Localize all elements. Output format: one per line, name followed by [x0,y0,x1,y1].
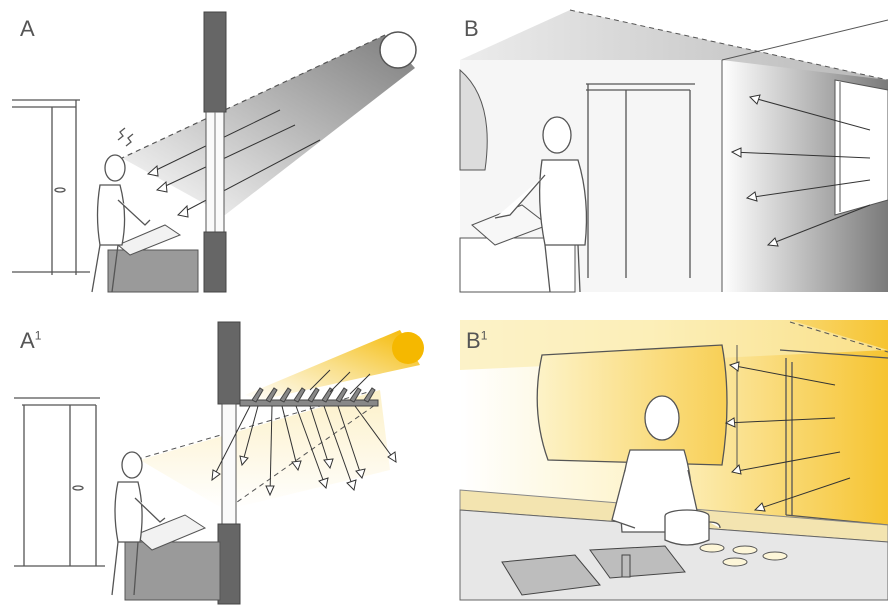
wall-lower [217,523,241,605]
light-arrows [730,94,871,247]
wall-column [217,321,241,405]
panel-b1-illustration [459,320,888,601]
ceiling-dashed-edge [789,321,888,353]
panel-label-b1: B1 [466,328,487,354]
panel-b-illustration [459,9,888,293]
sun-disc [392,332,424,364]
ceiling-line [721,19,888,61]
hob-top [134,514,207,551]
sun-disc [379,31,417,69]
hob-burners [699,543,788,567]
person-figure [111,451,166,596]
beam-edge-dashed [134,389,376,461]
window-frame [221,403,237,525]
panel-a-illustration [12,11,417,293]
wall-cabinet [536,344,728,466]
ceiling-dashed-edge [569,9,888,81]
panel-b: B [450,0,888,300]
panel-label-a1: A1 [20,328,41,354]
sink [501,545,686,596]
daylight-beam [122,35,415,215]
panel-a: A [0,0,440,300]
wall-lower [203,231,227,293]
panel-b1: B1 [450,310,888,610]
panel-label-a: A [20,16,35,41]
daylight-beam [245,330,420,400]
wall-cabinet [459,68,488,171]
hob-top [117,224,182,256]
window-opening [834,79,888,216]
doorway [586,83,695,278]
window-frame [779,349,888,526]
person-figure [494,116,588,293]
kitchen-counter [459,237,576,293]
panel-a1: A1 [0,310,440,610]
wall-column [203,11,227,113]
panel-label-b1-sup: 1 [480,328,488,343]
beam-edge-dashed-lower [229,404,376,508]
door [14,397,105,567]
panel-label-b1-letter: B [466,328,481,353]
panel-a1-illustration [14,321,424,605]
light-arrows [724,361,851,512]
panel-label-a1-letter: A [20,328,35,353]
panel-label-a1-sup: 1 [34,328,42,343]
light-redirecting-louvres [239,387,379,407]
light-arrows [211,369,397,497]
person-figure [91,127,151,293]
beam-edge-dashed [121,34,386,159]
cooking-pot [664,509,721,546]
kitchen-counter [107,249,199,293]
panel-label-b: B [464,16,479,41]
kitchen-counter [124,541,221,601]
door [12,99,90,275]
